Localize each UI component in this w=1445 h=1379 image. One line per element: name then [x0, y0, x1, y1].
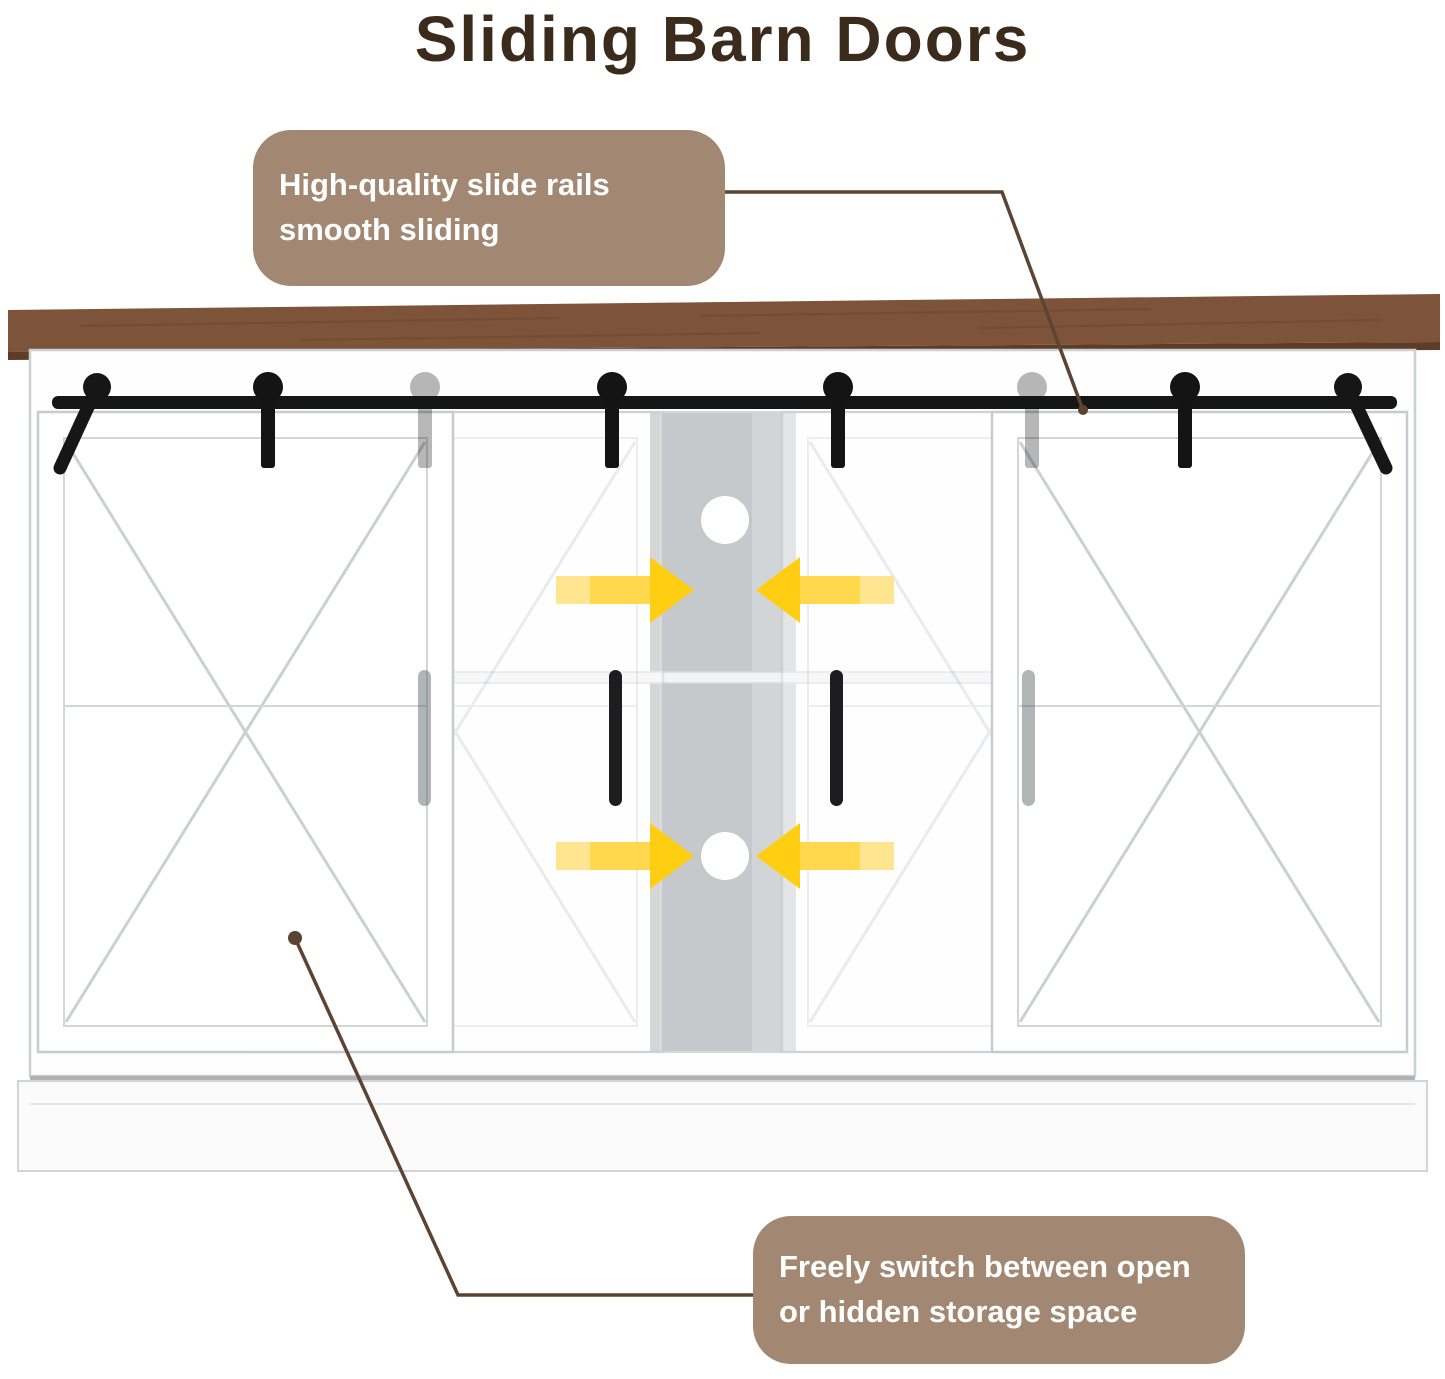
cable-hole-bottom	[701, 832, 749, 880]
door-handle-ghost	[1022, 670, 1035, 806]
rail-strap	[823, 372, 853, 468]
rail-bracket-right	[1334, 373, 1393, 475]
callout-storage-line2: or hidden storage space	[779, 1294, 1138, 1329]
barn-door-rail	[52, 396, 1397, 409]
rail-strap	[253, 372, 283, 468]
callout-slide-rails-line1: High-quality slide rails	[279, 167, 610, 203]
barn-door-right	[990, 410, 1409, 1054]
connector-storage	[288, 931, 754, 1297]
rail-strap-ghost	[410, 372, 440, 468]
slide-arrow-right-top	[556, 557, 694, 623]
door-handle	[609, 670, 622, 806]
callout-storage-line1: Freely switch between open	[779, 1249, 1191, 1285]
connector-slide-rails	[724, 190, 1088, 415]
rail-strap-ghost	[1017, 372, 1047, 468]
slide-arrow-left-top	[756, 557, 894, 623]
slide-arrow-left-bottom	[756, 823, 894, 889]
slide-arrow-right-bottom	[556, 823, 694, 889]
rail-strap	[1170, 372, 1200, 468]
callout-slide-rails-line2: smooth sliding	[279, 212, 500, 247]
callout-slide-rails: High-quality slide rails smooth sliding	[253, 130, 725, 286]
base-plinth	[17, 1076, 1428, 1172]
barn-door-left	[36, 410, 455, 1054]
door-handle-ghost	[418, 670, 431, 806]
cable-hole-top	[701, 496, 749, 544]
door-handle	[830, 670, 843, 806]
page-title: Sliding Barn Doors	[414, 3, 1031, 75]
rail-strap	[597, 372, 627, 468]
rail-bracket-left	[53, 373, 111, 475]
center-compartment	[452, 411, 993, 1053]
callout-storage: Freely switch between open or hidden sto…	[753, 1216, 1245, 1364]
